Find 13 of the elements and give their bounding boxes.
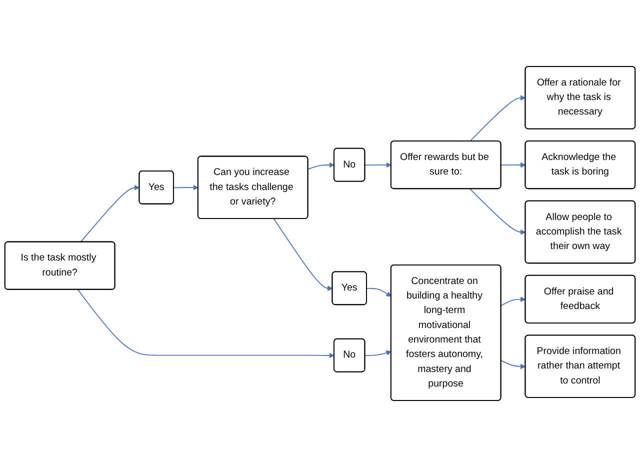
arrow: [364, 162, 392, 168]
arrow: [366, 288, 392, 297]
arrow: [80, 184, 140, 242]
arrow: [500, 296, 526, 306]
arrow: [273, 218, 333, 292]
arrow: [308, 162, 334, 170]
arrow: [470, 188, 526, 235]
arrow: [470, 95, 526, 142]
arrow: [364, 350, 392, 356]
arrow: [173, 184, 198, 190]
arrow: [78, 289, 334, 358]
arrow: [500, 162, 526, 168]
arrow: [500, 360, 526, 370]
